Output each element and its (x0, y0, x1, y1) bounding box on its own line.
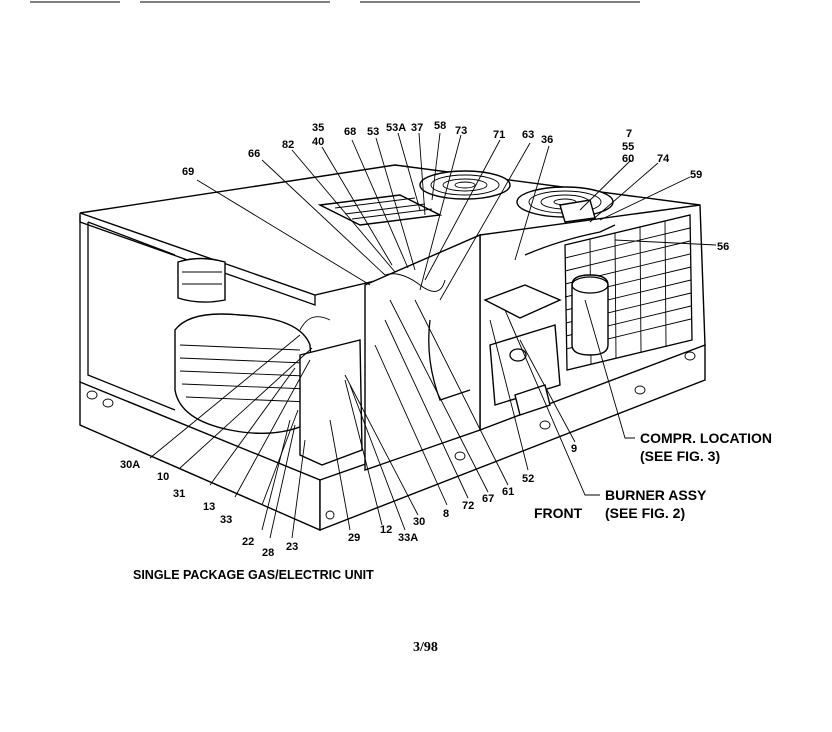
revision-date: 3/98 (413, 640, 438, 655)
callout-36: 36 (541, 134, 553, 146)
callout-55: 55 (622, 141, 634, 153)
callout-9: 9 (571, 443, 577, 455)
unit-cabinet (79, 164, 706, 532)
blower-housing (174, 313, 316, 434)
callout-67: 67 (482, 493, 494, 505)
callout-63: 63 (522, 129, 534, 141)
leader-lines (149, 132, 717, 539)
front-label: FRONT (534, 505, 583, 521)
callout-82: 82 (282, 139, 294, 151)
callout-10: 10 (157, 471, 169, 483)
callout-69: 69 (182, 166, 194, 178)
callout-59: 59 (690, 169, 702, 181)
callout-56: 56 (717, 241, 729, 253)
compressor-note-line2: (SEE FIG. 3) (640, 448, 720, 464)
callout-74: 74 (657, 153, 670, 165)
callout-29: 29 (348, 532, 360, 544)
callout-35: 35 (312, 122, 324, 134)
callout-73: 73 (455, 125, 467, 137)
figure-caption: SINGLE PACKAGE GAS/ELECTRIC UNIT (133, 568, 374, 582)
base-holes (86, 351, 696, 520)
callout-30a: 30A (120, 459, 140, 471)
notes: COMPR. LOCATION (SEE FIG. 3) BURNER ASSY… (133, 430, 772, 655)
callout-53a: 53A (386, 122, 406, 134)
callout-28: 28 (262, 547, 274, 559)
callout-40: 40 (312, 136, 324, 148)
compressor-note-line1: COMPR. LOCATION (640, 430, 772, 446)
callout-31: 31 (173, 488, 185, 500)
callout-52: 52 (522, 473, 534, 485)
callout-30: 30 (413, 516, 425, 528)
callout-60: 60 (622, 153, 634, 165)
callout-33a: 33A (398, 532, 418, 544)
callout-33: 33 (220, 514, 232, 526)
burner-assembly (483, 284, 562, 416)
callout-8: 8 (443, 508, 449, 520)
callout-68: 68 (344, 126, 356, 138)
callout-22: 22 (242, 536, 254, 548)
callout-23: 23 (286, 541, 298, 553)
callout-37: 37 (411, 122, 423, 134)
callout-72: 72 (462, 500, 474, 512)
callout-7: 7 (626, 128, 632, 140)
callout-13: 13 (203, 501, 215, 513)
compressor (571, 274, 609, 356)
burner-note-line2: (SEE FIG. 2) (605, 505, 685, 521)
callout-12: 12 (380, 524, 392, 536)
fan-grille-left (419, 170, 511, 200)
burner-note-line1: BURNER ASSY (605, 487, 707, 503)
callout-53: 53 (367, 126, 379, 138)
callout-66: 66 (248, 148, 260, 160)
callout-labels: 69 66 82 35 40 68 53 53A 37 58 73 71 63 … (120, 120, 729, 559)
callout-58: 58 (434, 120, 446, 132)
callout-61: 61 (502, 486, 514, 498)
callout-71: 71 (493, 129, 505, 141)
